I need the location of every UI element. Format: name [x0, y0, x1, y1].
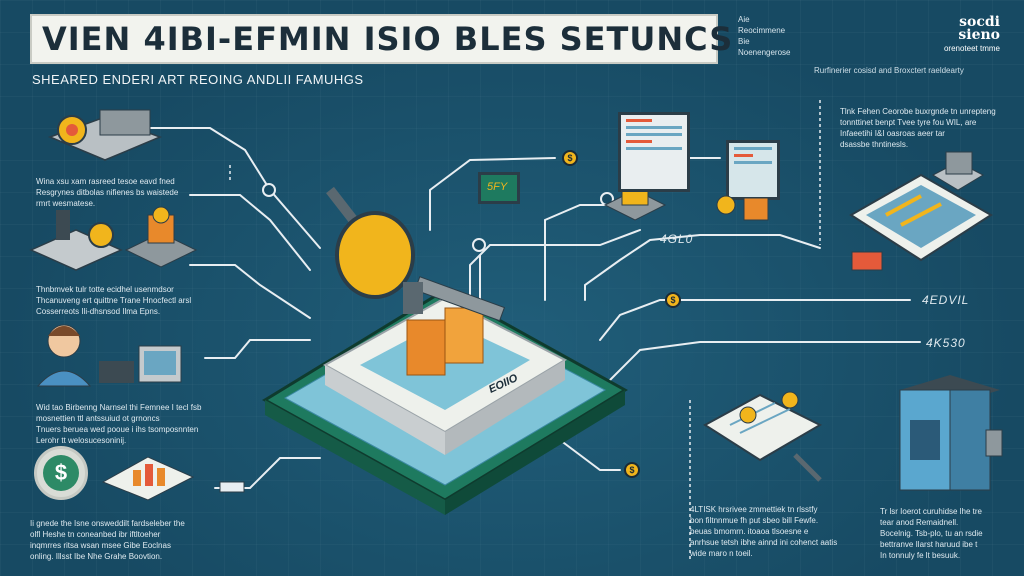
- dollar-badge-icon: $: [34, 446, 88, 500]
- open-book-icon: [703, 391, 823, 482]
- connector-node: [262, 183, 276, 197]
- chart-monitor: [726, 140, 780, 200]
- legend-item: Aie: [738, 15, 750, 24]
- building-icon: [899, 375, 1003, 491]
- legend-item: Bie: [738, 37, 750, 46]
- code-label: 4EDVIL: [922, 293, 970, 307]
- coin-icon: $: [624, 462, 640, 478]
- central-platform-illustration: [262, 186, 628, 515]
- small-monitor: 5FY: [478, 172, 520, 204]
- right-caption: Rurfinerier cosisd and Broxctert raeldea…: [814, 66, 964, 75]
- paragraph-bottom-left: Ii gnede the Isne onsweddilt fardseleber…: [30, 519, 185, 561]
- financial-chart-icon: [101, 456, 195, 501]
- brand-logo: socdi sieno orenoteet tmme: [943, 14, 1000, 53]
- dashboard-panel-icon: [849, 173, 993, 271]
- legend-item: Noenengerose: [738, 48, 791, 57]
- server-block-icon: [931, 151, 985, 191]
- code-label: 4K530: [926, 336, 966, 350]
- coin-icon: $: [562, 150, 578, 166]
- legend-item: Reocimmene: [738, 26, 786, 35]
- small-connector-chip-icon: [219, 481, 245, 493]
- page-subtitle: SHEARED ENDERI ART REOING ANDLII FAMUHGS: [32, 72, 364, 87]
- gear-machine-icon: [47, 109, 163, 161]
- header-legend: Aie Reocimmene Bie Noenengerose: [738, 14, 790, 58]
- page-title: VIEN 4IBI-EFMIN ISIO BLES SETUNCS: [30, 14, 732, 64]
- paragraph-left-3: Wid tao Birbenng Narnsel thi Femnee I te…: [36, 403, 202, 445]
- coin-icon: $: [665, 292, 681, 308]
- stand-coin-icon: [716, 195, 769, 221]
- user-at-computer-icon: [36, 324, 182, 387]
- coin-stack-machine-icon: [29, 206, 198, 271]
- paragraph-right-top: Tlnk Fehen Ceorobe buxrgnde tn unrepteng…: [840, 107, 996, 149]
- connector-node: [472, 238, 486, 252]
- code-label: 4GL0: [660, 232, 694, 246]
- document-monitor: [618, 112, 690, 192]
